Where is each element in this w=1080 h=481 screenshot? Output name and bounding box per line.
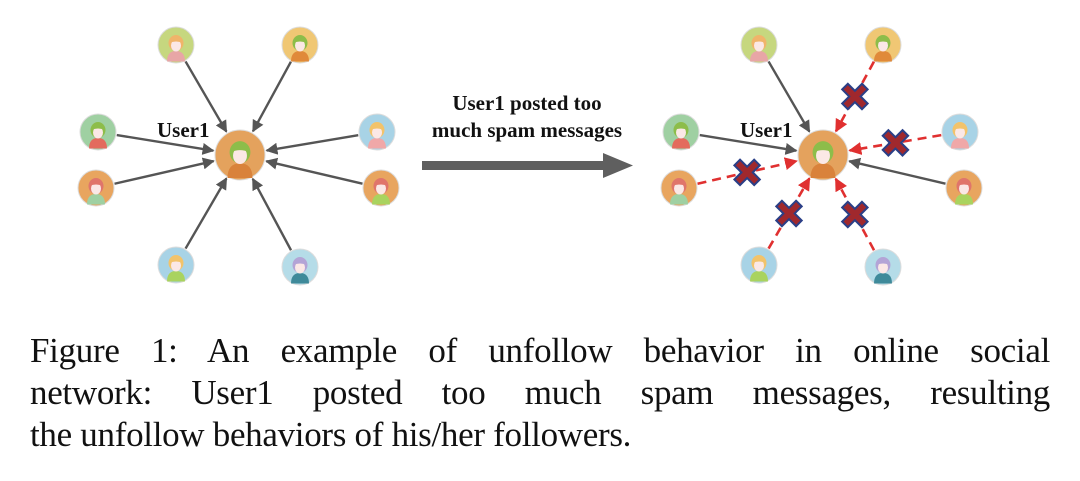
left-edge-f1-follow	[184, 60, 228, 133]
right-edge-f2-unfollow	[834, 61, 876, 133]
right-follower-avatar-left-upper	[662, 113, 700, 151]
left-follower-avatar-top-right	[281, 26, 319, 64]
unfollow-diagram: User1 User1 posted too much spam message…	[77, 26, 983, 286]
left-follower-avatar-left-lower	[77, 169, 115, 207]
right-unfollow-cross-icon-top-right	[840, 82, 870, 111]
right-follower-avatar-bottom-right	[864, 248, 902, 286]
transition: User1 posted too much spam messages	[422, 91, 633, 178]
right-unfollow-cross-icon-bottom-right	[840, 200, 870, 229]
left-edge-f3-follow	[116, 133, 215, 155]
right-unfollow-cross-icon-left-lower	[732, 158, 762, 187]
left-edge-f7-follow	[184, 177, 228, 250]
right-follower-avatar-bottom-left	[740, 246, 778, 284]
left-edge-f8-follow	[251, 177, 293, 251]
right-edge-f3-follow	[699, 133, 798, 155]
user1-label-left: User1	[157, 118, 209, 142]
right-edge-f7-unfollow	[767, 177, 811, 250]
left-follower-avatar-bottom-right	[281, 248, 319, 286]
left-follower-avatar-left-upper	[79, 113, 117, 151]
transition-text-line1: User1 posted too	[452, 91, 601, 115]
before-graph: User1	[77, 26, 400, 286]
left-follower-avatar-right-lower	[362, 169, 400, 207]
caption-line-2: network: User1 posted too much spam mess…	[30, 373, 1050, 412]
right-follower-avatar-right-upper	[941, 113, 979, 151]
right-edge-f1-follow	[767, 60, 811, 133]
left-edge-f6-follow	[265, 157, 363, 185]
right-unfollow-cross-icon-bottom-left	[774, 199, 804, 228]
transition-text-line2: much spam messages	[432, 118, 622, 142]
caption-line-1: Figure 1: An example of unfollow behavio…	[30, 331, 1050, 370]
left-edge-f2-follow	[251, 61, 292, 133]
user1-label-right: User1	[740, 118, 792, 142]
right-follower-avatar-top-right	[864, 26, 902, 64]
figure-caption: Figure 1: An example of unfollow behavio…	[30, 330, 1050, 456]
right-unfollow-cross-icon-right-upper	[881, 128, 910, 157]
right-user1-avatar	[797, 129, 849, 181]
left-follower-avatar-top-left	[157, 26, 195, 64]
right-edge-f6-follow	[848, 157, 946, 185]
right-follower-avatar-right-lower	[945, 169, 983, 207]
right-edge-f8-unfollow	[834, 177, 876, 251]
after-graph: User1	[660, 26, 983, 286]
left-follower-avatar-bottom-left	[157, 246, 195, 284]
right-follower-avatar-top-left	[740, 26, 778, 64]
caption-line-3: the unfollow behaviors of his/her follow…	[30, 415, 632, 454]
right-follower-avatar-left-lower	[660, 169, 698, 207]
left-user1-avatar	[214, 129, 266, 181]
left-follower-avatar-right-upper	[358, 113, 396, 151]
left-edge-f5-follow	[265, 133, 359, 155]
left-edge-f4-follow	[114, 157, 215, 185]
transition-arrow-icon	[422, 153, 633, 178]
